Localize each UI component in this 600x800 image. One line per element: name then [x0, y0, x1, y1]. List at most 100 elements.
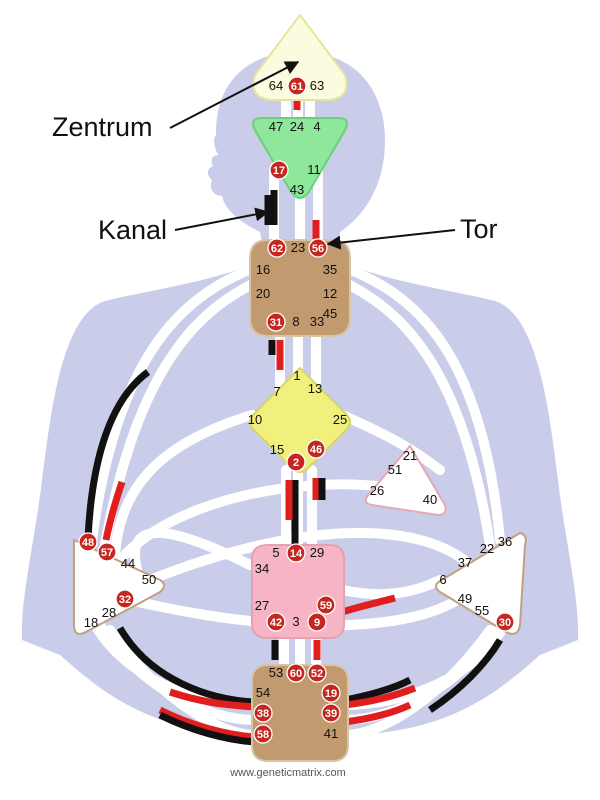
- center-spleen: [73, 538, 165, 635]
- gate-number: 16: [256, 262, 270, 277]
- gate-13: 13: [308, 381, 322, 396]
- gate-number: 9: [314, 617, 320, 629]
- active-sacral-59: [340, 594, 396, 616]
- gate-number: 41: [324, 726, 338, 741]
- center-ego: [364, 444, 447, 517]
- gate-47: 47: [269, 119, 283, 134]
- gate-number: 14: [290, 548, 303, 560]
- label-center: Zentrum: [52, 112, 153, 142]
- gate-58: 58: [253, 724, 273, 744]
- gate-number: 21: [403, 448, 417, 463]
- gate-number: 36: [498, 534, 512, 549]
- gate-46: 46: [306, 439, 326, 459]
- gate-activation-circle: [97, 542, 117, 562]
- gate-activation-circle: [115, 589, 135, 609]
- gate-1: 1: [293, 368, 300, 383]
- active-spleen-48-black: [84, 369, 151, 539]
- gate-number: 49: [458, 591, 472, 606]
- gate-28: 28: [102, 605, 116, 620]
- gate-number: 34: [255, 561, 269, 576]
- gate-number: 35: [323, 262, 337, 277]
- gate-number: 22: [480, 541, 494, 556]
- gate-41: 41: [324, 726, 338, 741]
- gate-61: 61: [287, 76, 307, 96]
- gate-26: 26: [370, 483, 384, 498]
- gate-number: 45: [323, 306, 337, 321]
- gate-12: 12: [323, 286, 337, 301]
- track-throat-sp-2: [335, 275, 495, 550]
- gate-number: 30: [499, 617, 511, 629]
- gate-64: 64: [269, 78, 283, 93]
- gate-7: 7: [273, 384, 280, 399]
- gate-59: 59: [316, 595, 336, 615]
- gate-27: 27: [255, 598, 269, 613]
- active-sp-30-black: [428, 638, 504, 713]
- gate-number: 5: [272, 545, 279, 560]
- gate-number: 15: [270, 442, 284, 457]
- gate-6: 6: [439, 572, 446, 587]
- gate-number: 56: [312, 243, 324, 255]
- gate-62: 62: [267, 238, 287, 258]
- gate-number: 20: [256, 286, 270, 301]
- gate-activation-circle: [306, 439, 326, 459]
- gate-activation-circle: [253, 703, 273, 723]
- gate-56: 56: [308, 238, 328, 258]
- active-root-19-red: [344, 684, 417, 709]
- gate-number: 44: [121, 556, 135, 571]
- gate-activation-circle: [321, 683, 341, 703]
- gate-52: 52: [307, 663, 327, 683]
- gate-60: 60: [286, 663, 306, 683]
- gate-number: 54: [256, 685, 270, 700]
- track-throat-spleen-2: [100, 275, 265, 550]
- gate-11: 11: [307, 162, 321, 177]
- gate-number: 26: [370, 483, 384, 498]
- gate-activation-circle: [316, 595, 336, 615]
- gate-number: 47: [269, 119, 283, 134]
- gate-number: 37: [458, 555, 472, 570]
- gate-number: 12: [323, 286, 337, 301]
- gate-2: 2: [286, 452, 306, 472]
- gate-20: 20: [256, 286, 270, 301]
- gate-number: 59: [320, 600, 332, 612]
- gate-number: 62: [271, 243, 283, 255]
- gate-activation-circle: [286, 543, 306, 563]
- gate-number: 58: [257, 729, 269, 741]
- arrow-channel: [174, 207, 270, 231]
- gate-activation-circle: [287, 76, 307, 96]
- label-channel: Kanal: [98, 215, 167, 245]
- track-spleen-sp-low: [125, 585, 475, 631]
- gate-50: 50: [142, 572, 156, 587]
- gate-number: 46: [310, 444, 322, 456]
- gate-number: 8: [292, 314, 299, 329]
- track-throat-sp-1: [335, 260, 505, 545]
- gate-39: 39: [321, 703, 341, 723]
- gate-44: 44: [121, 556, 135, 571]
- gate-42: 42: [266, 612, 286, 632]
- gate-number: 18: [84, 615, 98, 630]
- gate-18: 18: [84, 615, 98, 630]
- gate-32: 32: [115, 589, 135, 609]
- gate-35: 35: [323, 262, 337, 277]
- gate-activation-circle: [267, 238, 287, 258]
- gate-29: 29: [310, 545, 324, 560]
- gate-30: 30: [495, 612, 515, 632]
- gate-8: 8: [292, 314, 299, 329]
- gate-number: 29: [310, 545, 324, 560]
- gate-activation-circle: [286, 663, 306, 683]
- gate-number: 61: [291, 81, 303, 93]
- track-throat-spleen-1: [87, 260, 265, 545]
- gate-number: 43: [290, 182, 304, 197]
- gate-19: 19: [321, 683, 341, 703]
- gate-22: 22: [480, 541, 494, 556]
- gate-number: 42: [270, 617, 282, 629]
- gate-number: 40: [423, 492, 437, 507]
- gate-38: 38: [253, 703, 273, 723]
- track-g-ego: [337, 410, 445, 475]
- gate-number: 4: [313, 119, 320, 134]
- arrow-gate: [326, 229, 456, 250]
- gate-45: 45: [323, 306, 337, 321]
- gate-number: 6: [439, 572, 446, 587]
- active-root-39-red: [344, 701, 412, 726]
- gate-number: 60: [290, 668, 302, 680]
- active-root-38-red: [168, 688, 256, 711]
